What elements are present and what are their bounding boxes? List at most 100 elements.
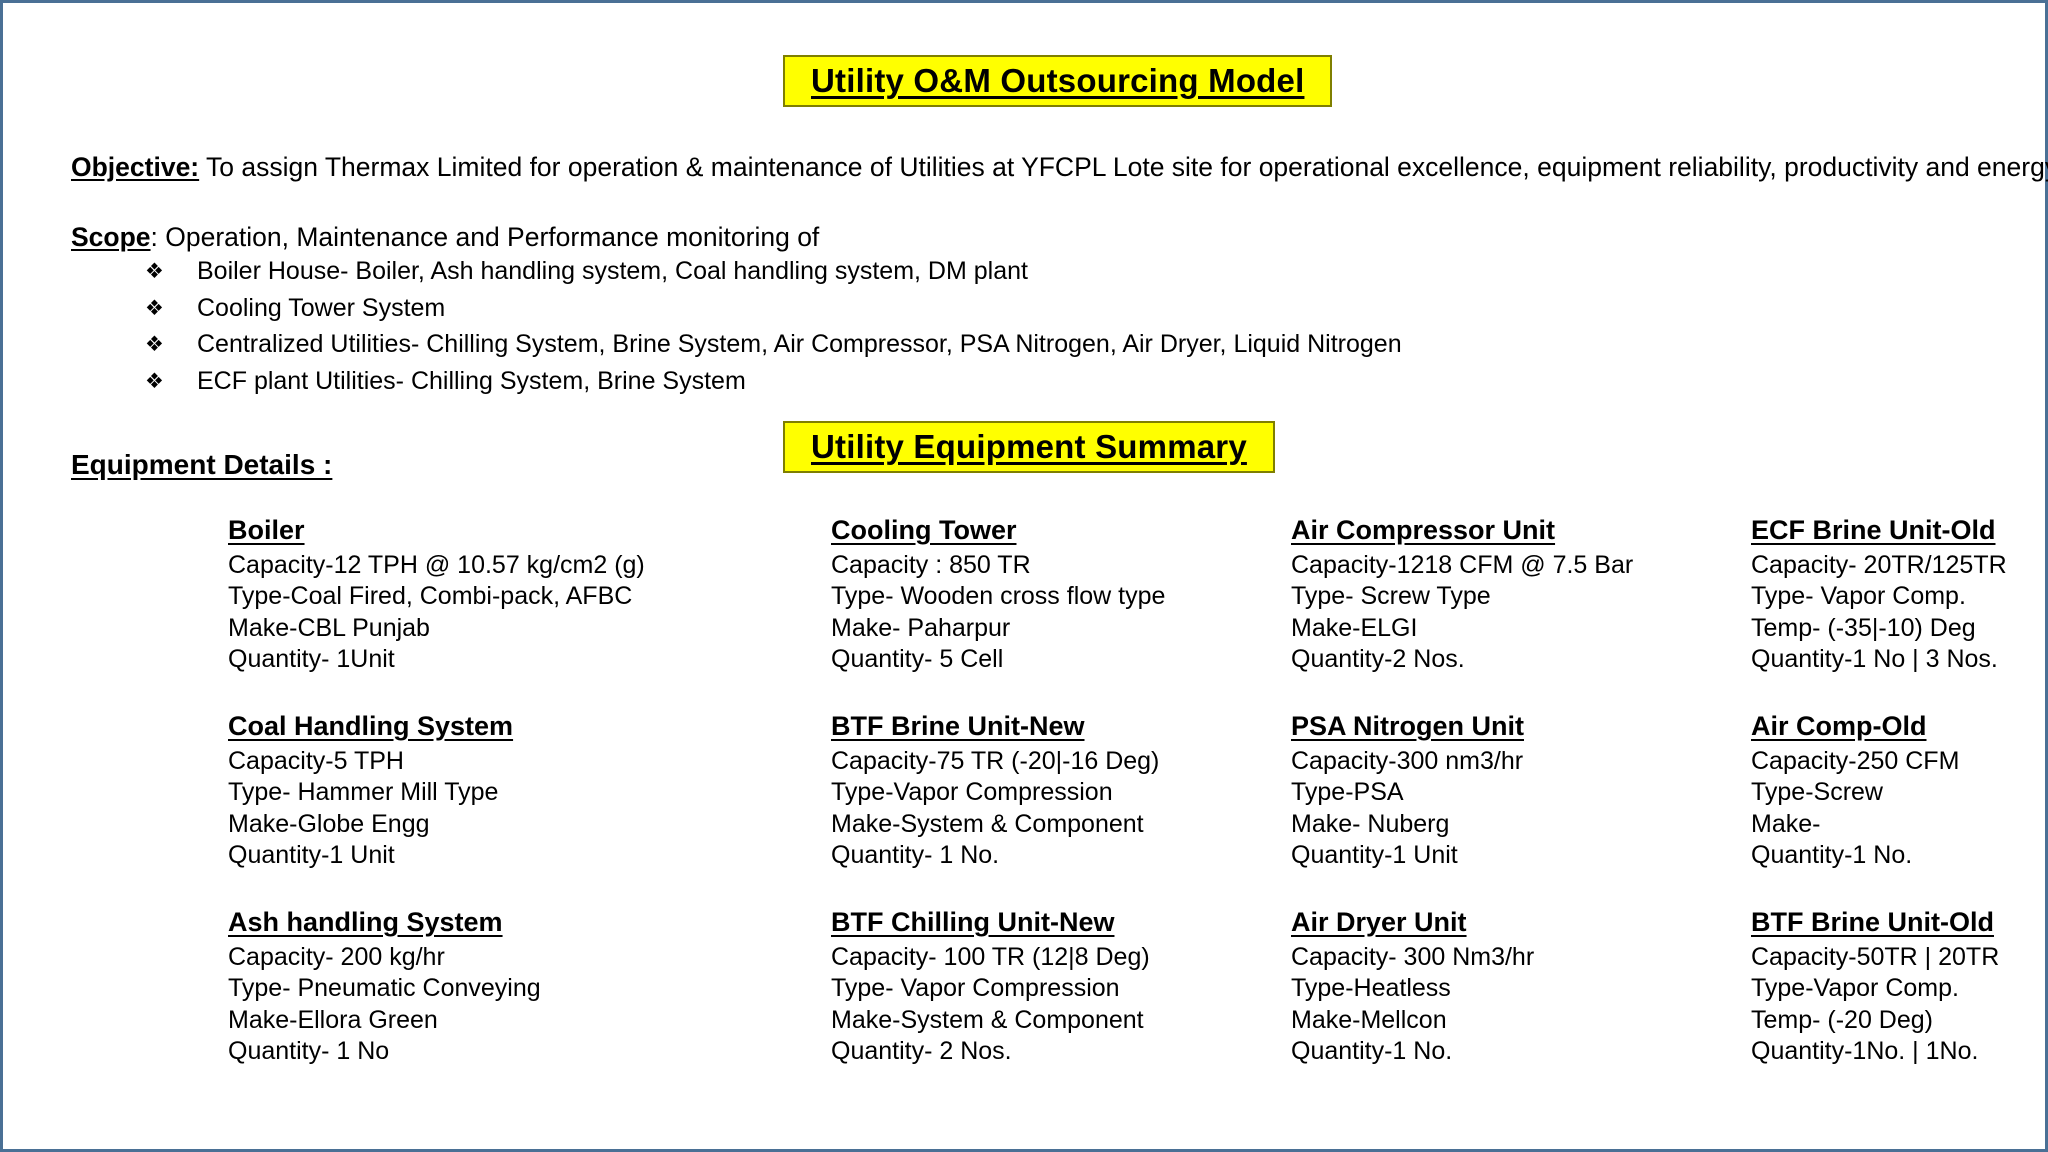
grid-left-spacer — [3, 711, 228, 907]
equipment-quantity: Quantity- 1 No. — [831, 841, 1000, 870]
diamond-bullet-icon: ❖ — [145, 260, 164, 283]
diamond-bullet-icon: ❖ — [145, 369, 164, 393]
equipment-card-ash-handling-system: Ash handling System Capacity- 200 kg/hr … — [228, 907, 831, 1068]
equipment-temp: Temp- (-35|-10) Deg — [1751, 613, 1976, 642]
equipment-make: Make-Mellcon — [1291, 1005, 1447, 1034]
equipment-card-title: Air Compressor Unit — [1291, 515, 1556, 545]
equipment-card-cooling-tower: Cooling Tower Capacity : 850 TR Type- Wo… — [831, 515, 1291, 711]
equipment-card-air-compressor-unit: Air Compressor Unit Capacity-1218 CFM @ … — [1291, 515, 1751, 711]
list-item-label: Centralized Utilities- Chilling System, … — [197, 330, 1402, 358]
grid-left-spacer — [3, 515, 228, 711]
equipment-card-title: BTF Chilling Unit-New — [831, 907, 1115, 937]
equipment-card-air-dryer-unit: Air Dryer Unit Capacity- 300 Nm3/hr Type… — [1291, 907, 1751, 1068]
objective-text: To assign Thermax Limited for operation … — [199, 152, 2048, 182]
equipment-quantity: Quantity- 1 No — [228, 1037, 390, 1066]
equipment-make: Make-Ellora Green — [228, 1005, 438, 1034]
diamond-bullet-icon: ❖ — [145, 296, 164, 320]
equipment-card-title: Boiler — [228, 515, 305, 545]
list-item-label: Cooling Tower System — [197, 293, 446, 322]
objective-paragraph: Objective: To assign Thermax Limited for… — [71, 151, 2048, 184]
equipment-card-boiler: Boiler Capacity-12 TPH @ 10.57 kg/cm2 (g… — [228, 515, 831, 711]
equipment-capacity: Capacity-1218 CFM @ 7.5 Bar — [1291, 550, 1634, 579]
equipment-capacity: Capacity- 20TR/125TR — [1751, 550, 2007, 579]
grid-left-spacer — [3, 907, 228, 1068]
equipment-capacity: Capacity-75 TR (-20|-16 Deg) — [831, 746, 1160, 775]
equipment-card-btf-chilling-unit-new: BTF Chilling Unit-New Capacity- 100 TR (… — [831, 907, 1291, 1068]
equipment-grid: Boiler Capacity-12 TPH @ 10.57 kg/cm2 (g… — [3, 515, 2048, 1068]
equipment-make: Make-ELGI — [1291, 613, 1418, 642]
equipment-quantity: Quantity-1 Unit — [228, 841, 395, 870]
equipment-capacity: Capacity-12 TPH @ 10.57 kg/cm2 (g) — [228, 550, 645, 579]
equipment-make: Make-Globe Engg — [228, 809, 430, 838]
equipment-quantity: Quantity-2 Nos. — [1291, 645, 1465, 674]
equipment-card-coal-handling-system: Coal Handling System Capacity-5 TPH Type… — [228, 711, 831, 907]
equipment-make: Make-System & Component — [831, 809, 1144, 838]
equipment-make: Make- Nuberg — [1291, 809, 1450, 838]
equipment-type: Type- Wooden cross flow type — [831, 582, 1166, 611]
equipment-type: Type-Vapor Comp. — [1751, 974, 1959, 1003]
equipment-type: Type-Screw — [1751, 778, 1883, 807]
equipment-type: Type- Hammer Mill Type — [228, 778, 499, 807]
equipment-capacity: Capacity- 300 Nm3/hr — [1291, 942, 1535, 971]
equipment-quantity: Quantity-1No. | 1No. — [1751, 1037, 1979, 1066]
list-item: ❖ Boiler House- Boiler, Ash handling sys… — [143, 257, 1402, 295]
equipment-quantity: Quantity- 2 Nos. — [831, 1037, 1012, 1066]
equipment-make: Make-CBL Punjab — [228, 613, 430, 642]
equipment-type: Type-Coal Fired, Combi-pack, AFBC — [228, 582, 633, 611]
equipment-card-title: Cooling Tower — [831, 515, 1017, 545]
equipment-type: Type-PSA — [1291, 778, 1404, 807]
summary-title-text: Utility Equipment Summary — [811, 428, 1247, 465]
equipment-type: Type-Heatless — [1291, 974, 1451, 1003]
scope-bullet-list: ❖ Boiler House- Boiler, Ash handling sys… — [143, 257, 1402, 405]
list-item: ❖ Cooling Tower System — [143, 293, 1402, 332]
equipment-type: Type-Vapor Compression — [831, 778, 1113, 807]
equipment-type: Type- Screw Type — [1291, 582, 1491, 611]
equipment-card-btf-brine-unit-new: BTF Brine Unit-New Capacity-75 TR (-20|-… — [831, 711, 1291, 907]
equipment-quantity: Quantity-1 No. — [1751, 841, 1913, 870]
equipment-capacity: Capacity-250 CFM — [1751, 746, 1960, 775]
equipment-quantity: Quantity- 5 Cell — [831, 645, 1004, 674]
equipment-card-title: Coal Handling System — [228, 711, 514, 741]
equipment-capacity: Capacity- 200 kg/hr — [228, 942, 445, 971]
equipment-card-title: Air Dryer Unit — [1291, 907, 1467, 937]
equipment-card-title: Ash handling System — [228, 907, 503, 937]
equipment-type: Type- Vapor Compression — [831, 974, 1120, 1003]
equipment-capacity: Capacity-300 nm3/hr — [1291, 746, 1524, 775]
equipment-card-title: PSA Nitrogen Unit — [1291, 711, 1524, 741]
equipment-details-heading: Equipment Details : — [71, 449, 333, 480]
equipment-card-air-comp-old: Air Comp-Old Capacity-250 CFM Type-Screw… — [1751, 711, 2048, 907]
equipment-card-title: BTF Brine Unit-New — [831, 711, 1085, 741]
equipment-temp: Temp- (-20 Deg) — [1751, 1005, 1933, 1034]
list-item: ❖ ECF plant Utilities- Chilling System, … — [143, 366, 1402, 405]
list-item: ❖ Centralized Utilities- Chilling System… — [143, 330, 1402, 368]
equipment-card-title: Air Comp-Old — [1751, 711, 1927, 741]
list-item-label: ECF plant Utilities- Chilling System, Br… — [197, 366, 746, 395]
list-item-label: Boiler House- Boiler, Ash handling syste… — [197, 257, 1028, 285]
scope-label: Scope — [71, 222, 151, 252]
equipment-card-title: ECF Brine Unit-Old — [1751, 515, 1996, 545]
equipment-capacity: Capacity : 850 TR — [831, 550, 1031, 579]
equipment-capacity: Capacity- 100 TR (12|8 Deg) — [831, 942, 1150, 971]
scope-paragraph: Scope: Operation, Maintenance and Perfor… — [71, 221, 819, 254]
equipment-make: Make-System & Component — [831, 1005, 1144, 1034]
equipment-card-psa-nitrogen-unit: PSA Nitrogen Unit Capacity-300 nm3/hr Ty… — [1291, 711, 1751, 907]
main-title-box: Utility O&M Outsourcing Model — [783, 55, 1333, 107]
equipment-capacity: Capacity-50TR | 20TR — [1751, 942, 2000, 971]
scope-text: : Operation, Maintenance and Performance… — [150, 222, 820, 252]
equipment-type: Type- Pneumatic Conveying — [228, 974, 541, 1003]
equipment-quantity: Quantity-1 No | 3 Nos. — [1751, 645, 1998, 674]
equipment-card-title: BTF Brine Unit-Old — [1751, 907, 1994, 937]
equipment-quantity: Quantity-1 Unit — [1291, 841, 1458, 870]
equipment-card-btf-brine-unit-old: BTF Brine Unit-Old Capacity-50TR | 20TR … — [1751, 907, 2048, 1068]
equipment-make: Make- — [1751, 809, 1821, 838]
objective-label: Objective: — [71, 152, 200, 182]
equipment-card-ecf-brine-unit-old: ECF Brine Unit-Old Capacity- 20TR/125TR … — [1751, 515, 2048, 711]
equipment-quantity: Quantity-1 No. — [1291, 1037, 1453, 1066]
equipment-quantity: Quantity- 1Unit — [228, 645, 395, 674]
summary-title-box: Utility Equipment Summary — [783, 421, 1275, 473]
equipment-capacity: Capacity-5 TPH — [228, 746, 404, 775]
equipment-make: Make- Paharpur — [831, 613, 1011, 642]
equipment-type: Type- Vapor Comp. — [1751, 582, 1966, 611]
main-title-text: Utility O&M Outsourcing Model — [811, 62, 1305, 99]
